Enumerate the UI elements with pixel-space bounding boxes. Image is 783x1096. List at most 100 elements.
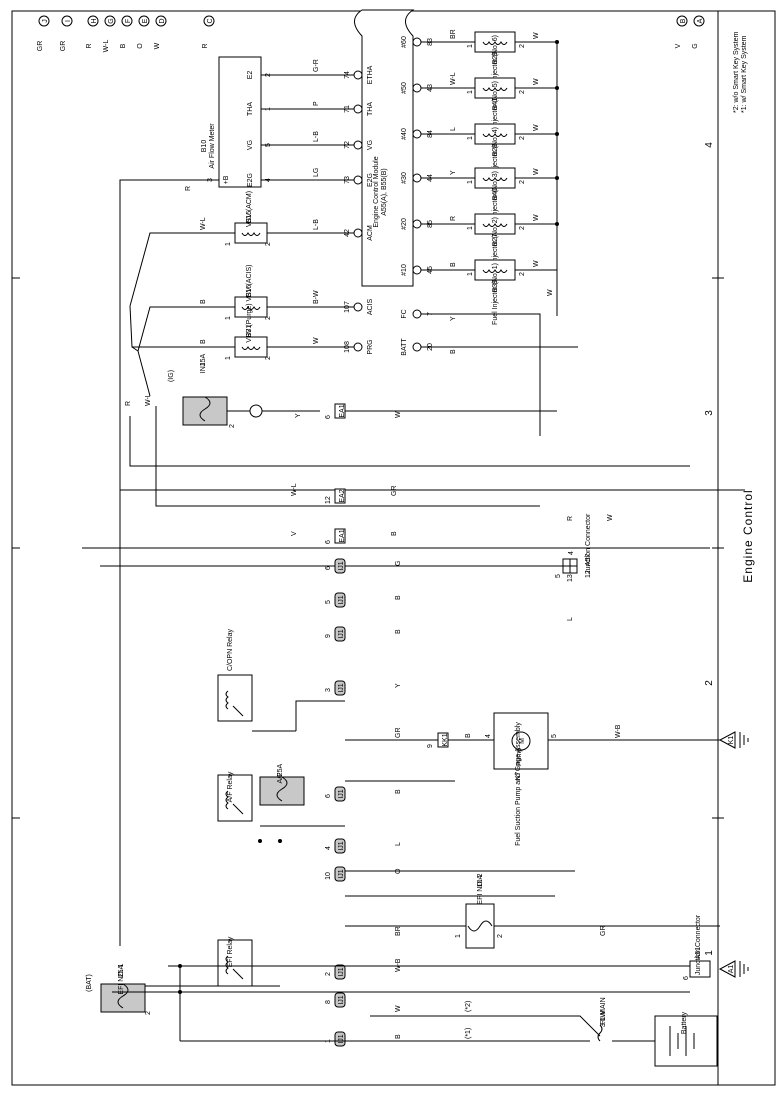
ea2-connector: EA2 12 — [325, 488, 346, 504]
svg-text:IJ1: IJ1 — [338, 869, 345, 878]
ecm-id: A55(A), B55(B) — [381, 168, 388, 215]
svg-text:E2: E2 — [247, 71, 254, 80]
svg-text:K7: K7 — [515, 772, 522, 781]
svg-text:B: B — [395, 1034, 402, 1039]
svg-text:#10: #10 — [401, 264, 408, 276]
svg-text:O: O — [137, 43, 144, 49]
svg-text:LG: LG — [313, 168, 320, 177]
inj-fuse-wires — [227, 403, 557, 419]
efi-relay: EFI Relay — [217, 936, 253, 987]
svg-text:#60: #60 — [401, 36, 408, 48]
terminal-j: J — [38, 15, 50, 27]
svg-text:W: W — [533, 78, 540, 85]
svg-text:2: 2 — [519, 90, 526, 94]
svg-text:(BAT): (BAT) — [86, 974, 93, 992]
svg-text:6: 6 — [683, 976, 690, 980]
svg-text:1: 1 — [467, 90, 474, 94]
svg-text:25A: 25A — [118, 964, 125, 977]
bus-lines — [82, 376, 745, 946]
svg-text:A: A — [697, 18, 704, 23]
air-flow-meter-id: B10 — [201, 140, 208, 153]
svg-text:W: W — [533, 260, 540, 267]
fc-wire-color: Y — [450, 316, 457, 321]
svg-text:R: R — [125, 401, 132, 406]
svg-text:4: 4 — [568, 551, 575, 555]
svg-text:EA1: EA1 — [339, 529, 346, 542]
svg-text:9: 9 — [325, 634, 332, 638]
svg-text:Fuel Injector (No. 6): Fuel Injector (No. 6) — [492, 35, 499, 97]
svg-text:IJ1: IJ1 — [338, 629, 345, 638]
svg-text:W-L: W-L — [450, 72, 457, 85]
footnote-2: *2: w/o Smart Key System — [733, 32, 740, 113]
svg-text:VSV (Purge): VSV (Purge) — [246, 303, 253, 342]
svg-text:Pump: Pump — [516, 748, 523, 766]
fuse-efi1: 25A EFI NO. 1 (BAT) 2 — [86, 963, 152, 1015]
injector-w-label: W — [547, 289, 554, 296]
svg-text:#40: #40 — [401, 128, 408, 140]
svg-text:B: B — [395, 629, 402, 634]
svg-text:P: P — [313, 101, 320, 106]
svg-text:C: C — [207, 18, 214, 23]
svg-text:10: 10 — [325, 872, 332, 880]
svg-text:W: W — [313, 337, 320, 344]
svg-text:D: D — [159, 18, 166, 23]
svg-text:W: W — [395, 1005, 402, 1012]
svg-text:W: W — [533, 32, 540, 39]
svg-text:1: 1 — [467, 136, 474, 140]
svg-text:J: J — [42, 19, 49, 23]
svg-text:IJ1: IJ1 — [338, 561, 345, 570]
svg-text:4: 4 — [485, 734, 492, 738]
column-number-2: 2 — [704, 680, 715, 686]
svg-text:#50: #50 — [401, 82, 408, 94]
svg-text:C/OPN Relay: C/OPN Relay — [227, 628, 234, 671]
svg-text:ACM: ACM — [367, 225, 374, 241]
fc-batt-wires — [421, 313, 578, 436]
terminal-i: I — [61, 15, 73, 27]
battery: Battery — [654, 1011, 718, 1067]
svg-text:VSV (ACM): VSV (ACM) — [246, 191, 253, 227]
svg-text:B27: B27 — [492, 234, 499, 247]
terminal-row: A B C D E F G H I J — [38, 15, 705, 27]
svg-text:Y: Y — [395, 683, 402, 688]
junction-a51: A51 Junction Connector 6 — [683, 914, 711, 980]
column-number-3: 3 — [704, 410, 715, 416]
svg-text:Battery: Battery — [681, 1011, 688, 1034]
ij1-connectors: IJ16IJ15IJ19IJ13IJ16IJ14IJ110IJ12IJ18IJ1… — [325, 558, 346, 1047]
ea1-connector-b: EA1 6 — [325, 528, 346, 544]
batt-wire-color: B — [450, 349, 457, 354]
ij1-connector-r9: IJ1 9 — [325, 626, 346, 642]
footnote-1: *1: w/ Smart Key System — [741, 35, 748, 113]
bottom-wires — [112, 700, 720, 1042]
terminal-a: A — [693, 15, 705, 27]
svg-text:IJ1: IJ1 — [338, 789, 345, 798]
svg-text:9: 9 — [427, 744, 434, 748]
svg-text:EA1: EA1 — [339, 404, 346, 417]
svg-text:1: 1 — [225, 356, 232, 360]
svg-text:2: 2 — [265, 242, 272, 246]
terminal-e: E — [138, 15, 150, 27]
svg-text:R: R — [202, 43, 209, 48]
svg-text:Junction Connector: Junction Connector — [585, 513, 592, 574]
vsv-acm: B15 VSV (ACM) 1 2 — [225, 191, 272, 246]
svg-text:3: 3 — [325, 688, 332, 692]
svg-text:H: H — [91, 18, 98, 23]
fuse-inj: 15A INJ (IG) 2 — [168, 353, 236, 428]
svg-text:5: 5 — [555, 574, 562, 578]
svg-text:Fuel Injector (No. 1): Fuel Injector (No. 1) — [492, 263, 499, 325]
svg-text:IJ1: IJ1 — [338, 967, 345, 976]
svg-text:1: 1 — [225, 316, 232, 320]
column-number-1: 1 — [704, 950, 715, 956]
svg-text:B31: B31 — [246, 325, 253, 338]
svg-text:L-B: L-B — [313, 219, 320, 230]
svg-text:B: B — [395, 595, 402, 600]
svg-text:A/F Relay: A/F Relay — [227, 771, 234, 802]
svg-text:KK1: KK1 — [442, 733, 449, 746]
svg-text:Fuel Injector (No. 5): Fuel Injector (No. 5) — [492, 81, 499, 143]
svg-text:B: B — [391, 531, 398, 536]
air-flow-meter-name: Air Flow Meter — [209, 123, 216, 169]
svg-text:2: 2 — [145, 1011, 152, 1015]
svg-text:W-B: W-B — [395, 958, 402, 972]
terminal-d: D — [155, 15, 167, 27]
svg-text:#20: #20 — [401, 218, 408, 230]
